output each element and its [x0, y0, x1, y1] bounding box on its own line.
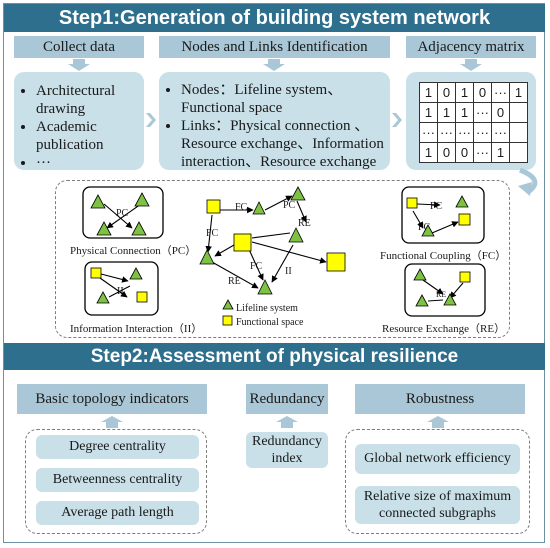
lifeline-node [129, 267, 143, 280]
collect-item: ··· [36, 154, 144, 172]
nodes-links-header: Nodes and Links Identification [159, 36, 390, 58]
ii-subnetwork-box [84, 261, 159, 316]
lifeline-node [290, 186, 306, 201]
indicator-redundancy-index: Redundancy index [246, 432, 328, 468]
edge-label-re: RE [298, 218, 311, 229]
indicator-max-connected-subgraph: Relative size of maximum connected subgr… [355, 486, 520, 524]
lifeline-node [413, 268, 427, 281]
matrix-row: 1 0 1 0 ··· 1 [419, 82, 528, 103]
lifeline-node [421, 224, 435, 237]
lifeline-node [96, 221, 112, 236]
redundancy-header: Redundancy [246, 384, 328, 414]
figure-frame [3, 3, 545, 543]
functional-node [136, 291, 148, 303]
edge-label-re: RE [228, 276, 241, 287]
indicator-degree-centrality: Degree centrality [36, 435, 199, 459]
nodes-text: Nodes：Lifeline system、Functional space [181, 81, 390, 117]
functional-node [233, 233, 252, 252]
functional-node [459, 271, 471, 283]
matrix-cell: ··· [491, 82, 510, 103]
lifeline-node [443, 293, 457, 306]
edge-label-fc: FC [250, 261, 263, 272]
functional-node [458, 213, 471, 226]
matrix-cell [509, 142, 528, 163]
ii-label: Information Interaction（II） [70, 323, 203, 335]
fc-subnetwork-box [401, 186, 485, 244]
network-region [55, 180, 510, 338]
edge-label-fc: FC [206, 228, 219, 239]
chevron-right-icon [392, 113, 402, 127]
collect-item: Academic publication [36, 118, 144, 154]
edge-label-ii: II [285, 266, 292, 277]
up-arrow-icon [101, 416, 123, 428]
down-arrow-icon [68, 59, 90, 71]
functional-node [326, 252, 346, 272]
lifeline-node [257, 279, 273, 295]
lifeline-node [134, 192, 150, 207]
edge-label-pc: PC [116, 208, 129, 219]
lifeline-node [455, 195, 469, 208]
adjacency-box: 1 0 1 0 ··· 1 1 1 1 ··· 0 ··· ··· ··· ··… [406, 72, 536, 170]
functional-node [406, 197, 418, 209]
re-subnetwork-box [404, 263, 486, 317]
adjacency-header: Adjacency matrix [406, 36, 536, 58]
pc-subnetwork-box [82, 186, 164, 239]
legend-functional-label: Functional space [236, 317, 304, 328]
chevron-right-icon [146, 113, 156, 127]
up-arrow-icon [276, 416, 298, 428]
indicator-betweenness-centrality: Betweenness centrality [36, 468, 199, 492]
robustness-indicators-group [345, 429, 530, 534]
lifeline-node [90, 194, 106, 209]
nodes-links-box: Nodes：Lifeline system、Functional space L… [159, 72, 390, 170]
legend-functional-icon [222, 315, 233, 326]
curved-arrow-head-icon [518, 182, 532, 196]
up-arrow-icon [427, 416, 449, 428]
collect-data-header: Collect data [14, 36, 144, 58]
functional-node [90, 267, 102, 279]
indicator-global-network-efficiency: Global network efficiency [355, 444, 520, 474]
collect-item: Architectural drawing [36, 82, 144, 118]
matrix-row: 1 0 0 ··· 1 [419, 142, 528, 163]
functional-node [206, 199, 221, 214]
adjacency-matrix: 1 0 1 0 ··· 1 1 1 1 ··· 0 ··· ··· ··· ··… [419, 82, 528, 163]
robustness-header: Robustness [355, 384, 525, 414]
lifeline-node [252, 201, 266, 215]
lifeline-node [96, 291, 110, 304]
edge-label-fc: FC [418, 222, 431, 233]
legend-lifeline-label: Lifeline system [236, 303, 298, 314]
legend-lifeline-icon [222, 299, 234, 310]
pc-label: Physical Connection（PC） [70, 245, 197, 257]
step1-title: Step1:Generation of building system netw… [4, 4, 545, 32]
basic-topology-header: Basic topology indicators [17, 384, 207, 414]
re-label: Resource Exchange（RE） [382, 323, 506, 335]
links-text: Links：Physical connection 、Resource exch… [181, 117, 390, 171]
down-arrow-icon [263, 59, 285, 71]
lifeline-node [199, 249, 215, 265]
lifeline-node [415, 294, 429, 307]
fc-label: Functional Coupling（FC） [380, 250, 507, 262]
matrix-row: ··· ··· ··· ··· ··· [419, 122, 528, 143]
lifeline-node [131, 221, 147, 236]
edge-label-re: RE [436, 290, 447, 299]
collect-data-box: Architectural drawing Academic publicati… [14, 72, 144, 172]
down-arrow-icon [460, 59, 482, 71]
edge-label-pc: PC [283, 200, 296, 211]
step2-title: Step2:Assessment of physical resilience [4, 343, 545, 370]
matrix-cell: ··· [473, 142, 492, 163]
basic-indicators-group [25, 429, 207, 534]
lifeline-node [288, 227, 304, 243]
edge-label-fc: FC [235, 202, 248, 213]
indicator-average-path-length: Average path length [36, 501, 199, 525]
